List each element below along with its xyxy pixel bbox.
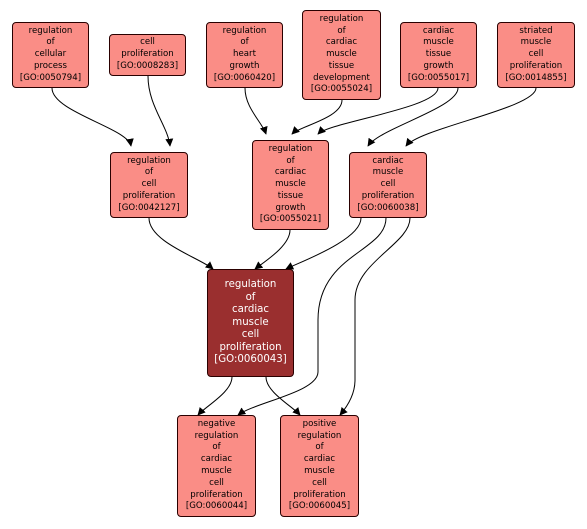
node-label-line: cardiac	[274, 167, 307, 178]
node-label-line: proliferation	[121, 49, 174, 60]
node-label-line: heart	[233, 49, 256, 60]
node-label-line: regulation	[224, 278, 277, 290]
node-label-line: [GO:0042127]	[118, 202, 180, 213]
node-label-line: muscle	[372, 167, 404, 178]
node-label-line: proliferation	[122, 190, 176, 201]
node-label-line: development	[313, 72, 370, 83]
node-label-line: growth	[275, 202, 306, 213]
node-label-line: proliferation	[509, 60, 563, 71]
node-label-line: regulation	[319, 13, 364, 24]
node-label-line: tissue	[425, 49, 452, 60]
node-label-line: [GO:0060420]	[213, 72, 276, 83]
node-label-line: cell	[241, 329, 260, 341]
node-label-line: [GO:0014855]	[505, 72, 567, 83]
edge-0050794-to-0042127	[51, 87, 134, 147]
node-label-line: [GO:0055021]	[259, 214, 322, 225]
node-label-line: regulation	[268, 143, 313, 154]
node-label-line: of	[212, 442, 221, 453]
node-label-line: muscle	[520, 37, 552, 48]
edge-0055017-to-0055021	[317, 87, 439, 135]
node-label-line: cell	[209, 477, 224, 488]
node-label-line: [GO:0060043]	[214, 354, 287, 366]
node-label-line: cell	[141, 179, 157, 190]
node-label-line: cardiac	[325, 37, 358, 48]
edge-0060043-to-0060044	[197, 376, 233, 416]
node-label-line: [GO:0060045]	[288, 501, 351, 512]
edge-0060038-to-0060043	[285, 217, 362, 270]
node-label-line: cell	[528, 49, 544, 60]
node-label-line: muscle	[326, 49, 357, 60]
node-label-line: cardiac	[422, 25, 455, 36]
node-label-line: of	[144, 167, 154, 178]
edge-0055024-to-0055021	[291, 99, 343, 135]
node-label-line: regulation	[222, 25, 267, 36]
node-label-line: positive	[302, 418, 337, 429]
node-label-line: process	[33, 60, 68, 71]
node-label-line: muscle	[423, 37, 454, 48]
node-label-line: regulation	[297, 430, 342, 441]
node-label-line: growth	[423, 60, 454, 71]
edge-0042127-to-0060043	[148, 217, 214, 270]
node-label-line: muscle	[201, 466, 232, 476]
node-label-line: [GO:0050794]	[19, 72, 82, 83]
node-label-line: tissue	[277, 190, 304, 201]
node-label-line: muscle	[275, 179, 306, 190]
node-label-line: cardiac	[372, 155, 404, 166]
node-label-line: cell	[312, 477, 327, 488]
edge-layer	[51, 75, 537, 416]
node-label-line: cell	[380, 179, 396, 190]
node-label-line: regulation	[127, 155, 171, 166]
node-label-line: striated	[519, 25, 553, 36]
node-label-line: of	[46, 37, 55, 48]
node-label-line: cardiac	[232, 304, 269, 316]
node-label-line: regulation	[194, 430, 239, 441]
node-label-line: cardiac	[200, 454, 233, 465]
node-label-line: proliferation	[219, 341, 282, 353]
node-label-line: [GO:0055017]	[407, 72, 470, 83]
edge-0055021-to-0060043	[254, 229, 291, 270]
node-label-line: of	[286, 155, 295, 166]
edge-0014855-to-0060038	[405, 87, 537, 147]
node-label-line: [GO:0060044]	[185, 501, 248, 512]
node-label-line: [GO:0008283]	[116, 60, 179, 71]
node-label-line: proliferation	[190, 489, 243, 500]
node-label-line: muscle	[232, 316, 269, 328]
node-label-line: growth	[229, 60, 260, 71]
edge-0060038-to-0060045	[339, 217, 411, 416]
edge-0060038-to-0060044	[237, 217, 387, 416]
edge-0060420-to-0055021	[244, 87, 268, 135]
edge-0060043-to-0060045	[265, 376, 301, 416]
node-label-line: cardiac	[303, 454, 336, 465]
node-label-line: cell	[140, 37, 155, 48]
node-label-line: regulation	[28, 25, 73, 36]
node-label-line: of	[240, 37, 249, 48]
node-label-line: [GO:0055024]	[310, 84, 373, 95]
node-label-line: proliferation	[293, 489, 346, 500]
node-label-line: [GO:0060038]	[357, 202, 419, 213]
node-label-line: of	[337, 25, 346, 36]
node-label-line: proliferation	[361, 190, 415, 201]
node-label-line: tissue	[328, 60, 355, 71]
node-label-line: negative	[197, 418, 236, 429]
node-label-line: of	[315, 442, 324, 453]
node-label-line: of	[245, 291, 256, 303]
edge-0008283-to-0042127	[147, 75, 174, 147]
edge-0055017-to-0060038	[367, 87, 459, 147]
node-label-line: muscle	[304, 466, 335, 476]
node-label-line: cellular	[34, 49, 67, 60]
